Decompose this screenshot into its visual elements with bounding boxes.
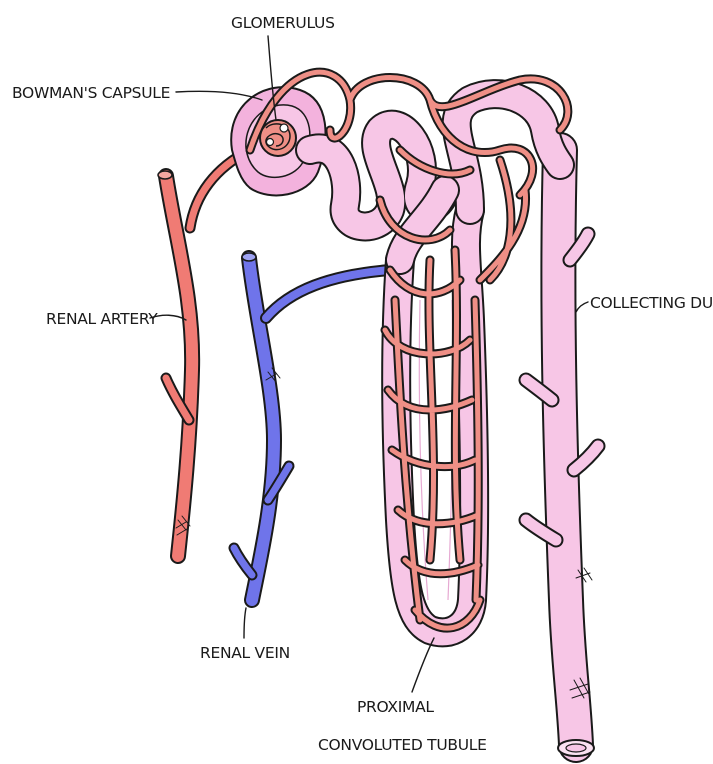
renal-artery-label: RENAL ARTERY [46, 310, 158, 328]
collecting-duct-label: COLLECTING DUCT [590, 294, 713, 312]
collecting-duct [526, 150, 598, 756]
glomerulus-label: GLOMERULUS [231, 14, 335, 32]
label-renal-artery: RENAL ARTERY [46, 310, 186, 328]
label-collecting-duct: COLLECTING DUCT [576, 294, 713, 312]
proximal-label-line1: PROXIMAL [357, 698, 434, 716]
renal-vein-label: RENAL VEIN [200, 644, 290, 662]
label-renal-vein: RENAL VEIN [200, 608, 290, 662]
proximal-label-line2: CONVOLUTED TUBULE [318, 736, 487, 754]
collecting-duct-fill [558, 150, 576, 745]
label-proximal-convoluted-tubule: PROXIMAL CONVOLUTED TUBULE [318, 638, 487, 754]
bowmans-capsule-label: BOWMAN'S CAPSULE [12, 84, 170, 102]
label-bowmans-capsule: BOWMAN'S CAPSULE [12, 84, 262, 102]
renal-artery [158, 150, 250, 556]
glomerulus [260, 120, 296, 156]
renal-vein [234, 253, 390, 600]
